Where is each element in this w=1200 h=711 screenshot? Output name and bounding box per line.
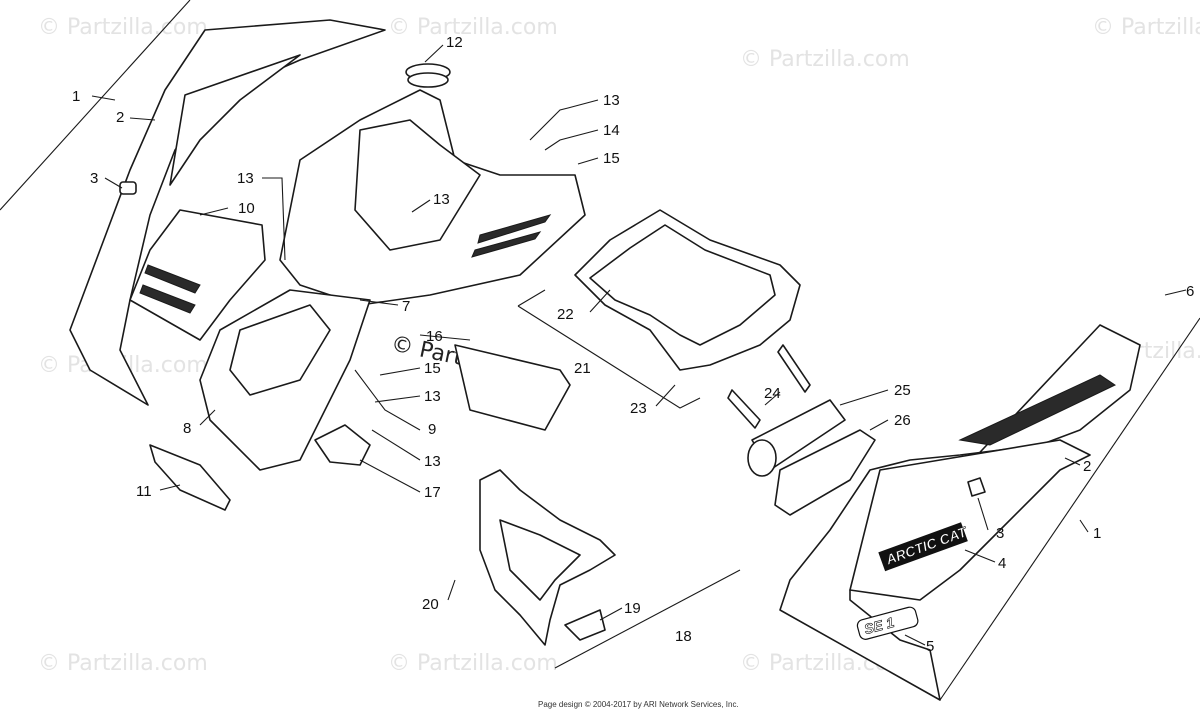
callout-6: 6 [1186, 283, 1194, 300]
callout-4: 4 [998, 555, 1006, 572]
callout-24: 24 [764, 385, 781, 402]
callout-13: 13 [237, 170, 254, 187]
callout-14: 14 [603, 122, 620, 139]
left-side-panel [69, 19, 386, 406]
callout-10: 10 [238, 200, 255, 217]
leader-lines [91, 44, 1187, 646]
mount-bracket [314, 424, 371, 466]
watermark: © Partzilla.com [38, 15, 208, 40]
callout-19: 19 [624, 600, 641, 617]
bracket-line [554, 569, 741, 669]
callout-20: 20 [422, 596, 439, 613]
screen-panel [454, 344, 571, 431]
callout-11: 11 [136, 483, 152, 500]
storage-tub [574, 209, 801, 371]
callout-23: 23 [630, 400, 647, 417]
watermark: © Partzilla.com [740, 47, 910, 72]
callout-2: 2 [116, 109, 124, 126]
callout-15: 15 [424, 360, 441, 377]
callout-8: 8 [183, 420, 191, 437]
callout-26: 26 [894, 412, 911, 429]
callout-25: 25 [894, 382, 911, 399]
callout-18: 18 [675, 628, 692, 645]
bracket-line [0, 0, 191, 211]
callout-16: 16 [426, 328, 443, 345]
watermark: © Partzilla.com [1092, 15, 1200, 40]
callout-9: 9 [428, 421, 436, 438]
callout-1: 1 [72, 88, 80, 105]
callout-3: 3 [996, 525, 1004, 542]
callout-15: 15 [603, 150, 620, 167]
callout-labels: 1 2 3 10 12 13 13 13 14 15 7 16 15 13 9 … [72, 34, 1194, 655]
callout-13: 13 [603, 92, 620, 109]
callout-13: 13 [424, 453, 441, 470]
model-decal: SE 1 [856, 606, 919, 640]
callout-5: 5 [926, 638, 934, 655]
callout-22: 22 [557, 306, 574, 323]
small-trim [564, 609, 606, 641]
callout-12: 12 [446, 34, 463, 51]
vent-insert [129, 209, 266, 341]
bracket-line [517, 289, 701, 409]
callout-3: 3 [90, 170, 98, 187]
filter-canister [747, 399, 876, 516]
callout-2: 2 [1083, 458, 1091, 475]
callout-7: 7 [402, 298, 410, 315]
watermark: © Partzilla.com [388, 15, 558, 40]
callout-1: 1 [1093, 525, 1101, 542]
copyright-credit: Page design © 2004-2017 by ARI Network S… [538, 700, 739, 709]
callout-21: 21 [574, 360, 591, 377]
grill-mesh [149, 444, 231, 511]
callout-13: 13 [424, 388, 441, 405]
callout-13: 13 [433, 191, 450, 208]
right-side-panel: ARCTIC CAT SE 1 [779, 324, 1141, 701]
watermark: © Partzilla.com [388, 651, 558, 676]
watermark: © Partzilla.com [38, 651, 208, 676]
strap [727, 344, 811, 429]
lower-nose [479, 469, 616, 646]
hood-assembly [199, 63, 586, 471]
bracket-line [939, 317, 1200, 701]
callout-17: 17 [424, 484, 441, 501]
